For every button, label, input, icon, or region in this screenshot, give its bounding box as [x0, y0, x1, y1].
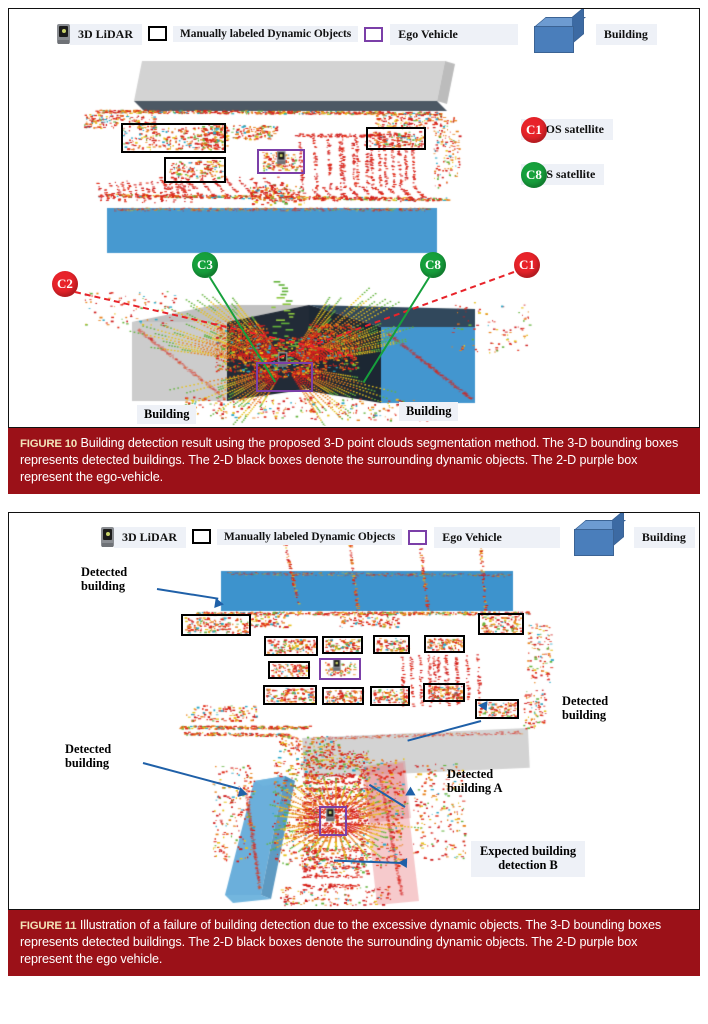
figure-10-number: FIGURE 10 [20, 438, 78, 450]
legend-label-building: Building [595, 23, 657, 45]
ego-vehicle-box [319, 658, 361, 680]
dynamic-object-box [424, 635, 465, 653]
figure-10-legend: 3D LiDAR Manually labeled Dynamic Object… [57, 9, 657, 53]
legend-label-lidar: 3D LiDAR [70, 23, 143, 45]
dynamic-object-box [181, 614, 251, 636]
figure-11-caption-text: Illustration of a failure of building de… [20, 918, 662, 966]
dynamic-object-box [366, 127, 426, 150]
annotation-detected-building-a: Detected building A [447, 767, 503, 795]
satellite-marker-c8: C8 [521, 161, 547, 188]
legend-item-ego-vehicle: Ego Vehicle [408, 526, 560, 548]
lidar-sensor-icon [101, 527, 114, 547]
figure-10-canvas: 3D LiDAR Manually labeled Dynamic Object… [8, 8, 700, 428]
arrow-head [237, 787, 249, 800]
dynamic-object-box [121, 123, 226, 153]
legend-label-ego-vehicle: Ego Vehicle [390, 23, 518, 45]
los-ray-c8 [362, 275, 431, 383]
arrow-head [214, 598, 225, 610]
nlos-ray-c1 [269, 271, 515, 362]
legend-item-dynamic-objects: Manually labeled Dynamic Objects [192, 528, 403, 546]
arrow-line [142, 762, 240, 790]
dynamic-object-box [475, 699, 519, 719]
legend-item-lidar: 3D LiDAR [101, 526, 187, 548]
purple-rect-icon [364, 26, 384, 42]
scene-satellite-c2: C2 [52, 271, 78, 297]
arrow-line [156, 588, 219, 600]
dynamic-object-box [322, 636, 363, 654]
legend-item-lidar: 3D LiDAR [57, 23, 143, 45]
satellite-legend-los: C8 LOS satellite [521, 161, 605, 188]
legend-label-ego-vehicle: Ego Vehicle [434, 526, 560, 548]
dynamic-object-box [373, 635, 410, 654]
building-label-right: Building [399, 402, 459, 421]
annotation-detected-building-top-left: Detected building [81, 565, 128, 593]
legend-item-dynamic-objects: Manually labeled Dynamic Objects [148, 25, 359, 43]
ego-vehicle-box [257, 149, 305, 174]
dynamic-object-box [264, 636, 318, 656]
ego-vehicle-box-3d [319, 806, 347, 836]
dynamic-object-box [268, 661, 310, 679]
legend-label-building: Building [633, 526, 695, 548]
arrow-head [397, 857, 408, 868]
scene-satellite-c3: C3 [192, 252, 218, 278]
blue-cube-icon [533, 9, 586, 53]
nlos-ray-c2 [74, 291, 353, 358]
figure-11-caption: FIGURE 11 Illustration of a failure of b… [8, 910, 700, 976]
black-rect-icon [192, 529, 212, 545]
annotation-expected-building-detection-b: Expected building detection B [471, 841, 586, 877]
figure-11-legend: 3D LiDAR Manually labeled Dynamic Object… [101, 513, 695, 556]
dynamic-object-box [164, 157, 226, 183]
dynamic-object-box [322, 687, 364, 705]
dynamic-object-box [370, 686, 410, 706]
legend-label-dynamic-objects: Manually labeled Dynamic Objects [217, 528, 403, 546]
arrow-line [407, 720, 482, 742]
arrow-line [368, 783, 406, 808]
blue-cube-icon [573, 513, 626, 556]
satellite-marker-c1: C1 [521, 116, 547, 143]
building-label-left: Building [137, 405, 197, 424]
annotation-detected-building-right: Detected building [562, 694, 609, 722]
arrow-line [334, 859, 403, 864]
legend-item-ego-vehicle: Ego Vehicle [364, 23, 518, 45]
lidar-sensor-icon [57, 24, 70, 44]
ego-vehicle-box-3d [256, 362, 313, 392]
dynamic-object-box [423, 683, 465, 702]
arrow-head [402, 786, 416, 800]
legend-item-building: Building [573, 513, 695, 556]
dynamic-object-box [478, 613, 524, 635]
legend-item-building: Building [533, 9, 657, 53]
satellite-legend-nlos: C1 NLOS satellite [521, 116, 613, 143]
arrow-head [477, 700, 488, 711]
annotation-detected-building-left: Detected building [65, 742, 112, 770]
legend-label-dynamic-objects: Manually labeled Dynamic Objects [173, 25, 359, 43]
figure-11-canvas: 3D LiDAR Manually labeled Dynamic Object… [8, 512, 700, 910]
figure-10: 3D LiDAR Manually labeled Dynamic Object… [8, 8, 700, 508]
purple-rect-icon [408, 529, 428, 545]
figure-10-caption-text: Building detection result using the prop… [20, 436, 679, 484]
figure-10-caption: FIGURE 10 Building detection result usin… [8, 428, 700, 494]
point-cloud-render-fig10 [9, 9, 697, 426]
figure-11: 3D LiDAR Manually labeled Dynamic Object… [8, 512, 700, 1016]
legend-label-lidar: 3D LiDAR [114, 526, 187, 548]
figure-11-number: FIGURE 11 [20, 920, 77, 932]
scene-satellite-c1: C1 [514, 252, 540, 278]
dynamic-object-box [263, 685, 317, 705]
black-rect-icon [148, 26, 168, 42]
scene-satellite-c8: C8 [420, 252, 446, 278]
